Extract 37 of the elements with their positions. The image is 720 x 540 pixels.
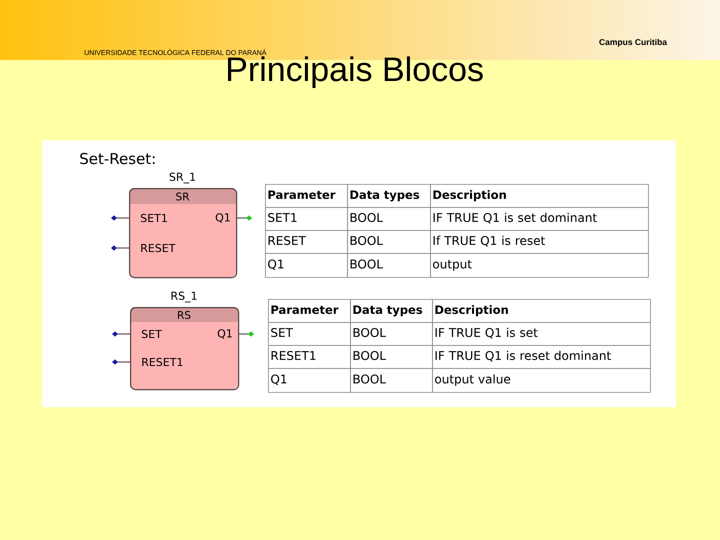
instance-name: SR_1 — [170, 172, 196, 184]
pin-label: SET — [142, 330, 162, 338]
slide-title: Principais Blocos — [228, 56, 483, 88]
table-cell: Q1 — [268, 368, 351, 393]
table-cell: output value — [432, 368, 651, 393]
column-header: Description — [432, 299, 651, 323]
table-cell: IF TRUE Q1 is set — [432, 322, 651, 346]
table-cell: IF TRUE Q1 is reset dominant — [432, 345, 651, 369]
column-header: Parameter — [268, 299, 351, 323]
column-header: Parameter — [265, 184, 348, 208]
column-header: Description — [430, 184, 649, 208]
table-cell: BOOL — [350, 368, 433, 393]
table-cell: BOOL — [350, 322, 433, 346]
pin-label: RESET — [141, 244, 176, 252]
block-type-label: RS — [178, 311, 190, 319]
table-cell: SET — [268, 322, 351, 346]
campus-name: Campus Curitiba — [599, 38, 668, 47]
table-cell: RESET1 — [268, 345, 351, 369]
table-cell: IF TRUE Q1 is set dominant — [430, 207, 649, 231]
pin-label: SET1 — [140, 214, 167, 222]
instance-name: RS_1 — [172, 292, 197, 302]
table-cell: BOOL — [350, 345, 433, 369]
column-header: Data types — [347, 184, 431, 208]
table-cell: Q1 — [265, 253, 348, 278]
panel-heading: Set-Reset: — [80, 152, 154, 164]
table-cell: If TRUE Q1 is reset — [430, 230, 649, 254]
table-cell: BOOL — [347, 207, 431, 231]
table-cell: SET1 — [265, 207, 348, 231]
pin-label: RESET1 — [142, 358, 182, 366]
table-cell: RESET — [265, 230, 348, 254]
column-header: Data types — [350, 299, 433, 323]
block-type-label: SR — [176, 192, 190, 200]
table-cell: BOOL — [347, 230, 431, 254]
table-cell: BOOL — [347, 253, 431, 278]
pin-label: Q1 — [218, 329, 232, 339]
table-cell: output — [430, 253, 649, 278]
pin-label: Q1 — [216, 213, 230, 223]
